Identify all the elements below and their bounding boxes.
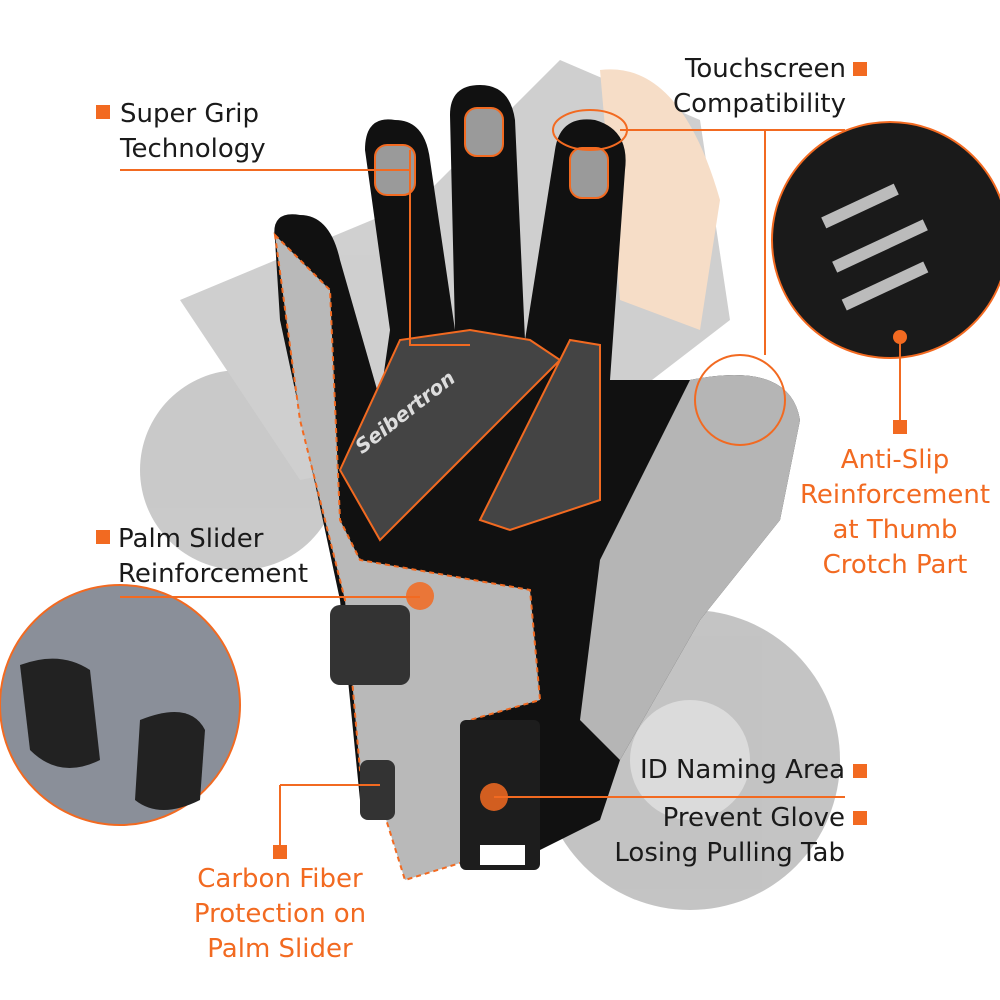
callout-anti-slip: Anti-Slip Reinforcement at Thumb Crotch … <box>795 443 995 583</box>
callout-line: Super Grip <box>120 99 260 129</box>
leader-lines <box>120 129 901 850</box>
callout-carbon-fiber: Carbon Fiber Protection on Palm Slider <box>180 862 380 967</box>
bullet-icon <box>853 764 867 778</box>
callout-line: Technology <box>120 134 266 164</box>
callout-line: Compatibility <box>673 89 846 119</box>
callout-line: Anti-Slip <box>840 445 950 475</box>
callout-line: Losing Pulling Tab <box>614 838 845 868</box>
bullet-icon <box>893 420 907 434</box>
callout-line: Reinforcement <box>799 480 991 510</box>
callout-pull-tab: Prevent Glove Losing Pulling Tab <box>590 801 845 871</box>
bullet-icon <box>853 62 867 76</box>
bullet-icon <box>273 845 287 859</box>
bullet-icon <box>853 811 867 825</box>
callout-super-grip: Super Grip Technology <box>120 97 266 167</box>
callout-line: at Thumb <box>832 515 958 545</box>
inset-carbon-slider <box>0 584 241 826</box>
callout-line: Palm Slider <box>118 524 264 554</box>
callout-line: Reinforcement <box>118 559 309 589</box>
callout-line: Carbon Fiber <box>197 864 363 894</box>
bullet-icon <box>96 530 110 544</box>
callout-id-naming: ID Naming Area <box>640 755 845 785</box>
glove <box>273 85 800 882</box>
bullet-icon <box>96 105 110 119</box>
callout-palm-slider: Palm Slider Reinforcement <box>118 522 308 592</box>
callout-line: Protection on <box>193 899 367 929</box>
callout-line: Crotch Part <box>822 550 968 580</box>
inset-thumb-crotch <box>771 121 1000 359</box>
callout-line: Palm Slider <box>207 934 353 964</box>
callout-line: Prevent Glove <box>662 803 845 833</box>
callout-line: Touchscreen <box>684 54 846 84</box>
callout-touchscreen: Touchscreen Compatibility <box>668 52 846 122</box>
